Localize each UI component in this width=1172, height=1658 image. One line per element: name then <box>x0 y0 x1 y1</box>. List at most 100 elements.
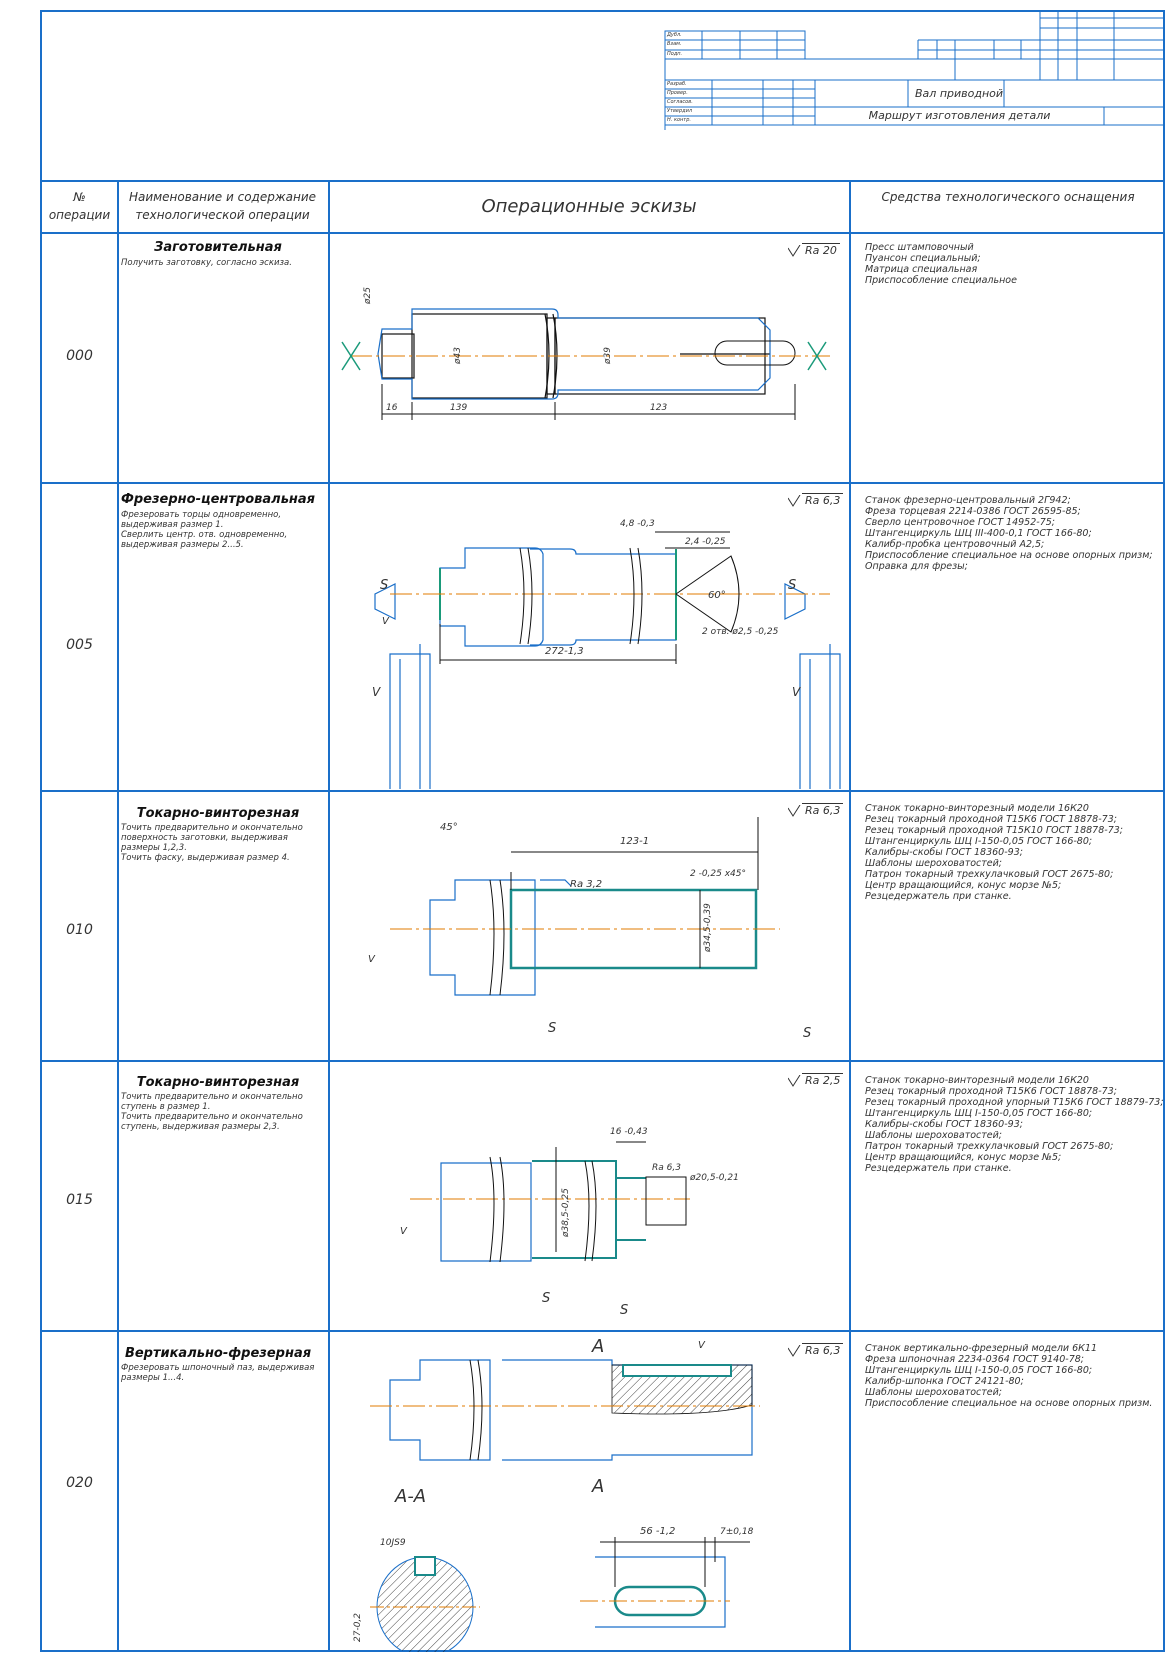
label-soglas: Согласов. <box>667 99 693 105</box>
sketch-blank-shaft: 16 139 123 ø25 ø43 ø39 <box>341 287 830 420</box>
header-top-line <box>40 180 1165 182</box>
col-divider <box>328 180 330 1652</box>
equipment-item: Резцедержатель при станке. <box>865 1163 1012 1174</box>
header-col-name: Наименование и содержание технологическо… <box>128 190 317 222</box>
label-podp: Подп. <box>667 51 683 57</box>
title-block-grid <box>664 10 1165 130</box>
roughness-mark: Ra 20 <box>787 243 840 257</box>
equipment-list: Пресс штамповочный Пуансон специальный; … <box>865 242 1165 286</box>
dim-diameter-1: ø38,5-0,25 <box>561 1188 571 1238</box>
equipment-item: Калибры-скобы ГОСТ 18360-93; <box>865 847 1023 858</box>
roughness-mark: Ra 6,3 <box>787 1343 844 1357</box>
sketch-turning-1: 123-1 2 -0,25 x45° 45° Ra 3,2 ø34,5-0,39… <box>368 817 811 1041</box>
dim-d3: ø39 <box>603 347 613 365</box>
speed-label: V <box>382 616 390 627</box>
dim-length: 123-1 <box>620 836 649 847</box>
operation-description: Точить предварительно и окончательно пов… <box>121 823 303 863</box>
dim-depth: 27-0,2 <box>353 1613 363 1642</box>
equipment-item: Станок вертикально-фрезерный модели 6К11 <box>865 1343 1097 1354</box>
equipment-item: Резец токарный проходной Т15К10 ГОСТ 188… <box>865 825 1123 836</box>
equipment-list: Станок токарно-винторезный модели 16К20 … <box>865 1075 1165 1174</box>
equipment-item: Штангенциркуль ШЦ I-150-0,05 ГОСТ 166-80… <box>865 1108 1093 1119</box>
dim-d2: ø43 <box>453 347 463 365</box>
section-mark-label: А <box>591 1476 604 1497</box>
operation-description: Фрезеровать шпоночный паз, выдерживая ра… <box>121 1363 315 1383</box>
dim-diameter-2: ø20,5-0,21 <box>689 1173 739 1183</box>
dim-offset: 7±0,18 <box>720 1527 754 1537</box>
equipment-item: Резцедержатель при станке. <box>865 891 1012 902</box>
operation-description: Получить заготовку, согласно эскиза. <box>121 258 292 268</box>
label-vzam: Взам. <box>667 41 682 47</box>
row-divider <box>40 1330 1165 1332</box>
row-divider <box>40 790 1165 792</box>
roughness-mark: Ra 6,3 <box>787 493 844 507</box>
equipment-item: Станок токарно-винторезный модели 16К20 <box>865 803 1089 814</box>
center-mark-icon <box>341 341 827 371</box>
roughness-mark: Ra 2,5 <box>787 1073 844 1087</box>
feed-label: S <box>548 1021 556 1036</box>
header-col-sketch: Операционные эскизы <box>481 196 697 217</box>
equipment-item: Станок фрезерно-центровальный 2Г942; <box>865 495 1071 506</box>
dim-holes: 2 отв. ø2,5 -0,25 <box>702 627 779 637</box>
feed-label: S <box>705 1332 713 1333</box>
operation-number: 015 <box>66 1192 93 1208</box>
equipment-item: Патрон токарный трехкулачковый ГОСТ 2675… <box>865 1141 1114 1152</box>
equipment-item: Резец токарный проходной Т15К6 ГОСТ 1887… <box>865 814 1117 825</box>
equipment-item: Штангенциркуль ШЦ I-150-0,05 ГОСТ 166-80… <box>865 836 1093 847</box>
document-title: Маршрут изготовления детали <box>868 109 1051 122</box>
equipment-item: Штангенциркуль ШЦ III-400-0,1 ГОСТ 166-8… <box>865 528 1092 539</box>
roughness-check-icon <box>787 494 802 507</box>
label-razrab: Разраб. <box>667 81 687 87</box>
operation-name: Токарно-винторезная <box>136 1075 300 1090</box>
row-divider <box>40 482 1165 484</box>
dim-surface: Ra 3,2 <box>570 879 602 890</box>
operation-name: Заготовительная <box>154 240 282 255</box>
dim-surface: Ra 6,3 <box>652 1163 681 1173</box>
dim-l1: 16 <box>386 403 398 413</box>
operation-number: 000 <box>66 348 93 364</box>
equipment-item: Калибр-пробка центровочный А2,5; <box>865 539 1045 550</box>
dim-length: 16 -0,43 <box>610 1127 648 1137</box>
header-col-number: № операции <box>48 190 111 222</box>
header-bottom-line <box>40 232 1165 234</box>
dim-length: 56 -1,2 <box>640 1526 675 1537</box>
label-dubl: Дубл. <box>667 32 682 38</box>
equipment-item: Резец токарный проходной упорный Т15К6 Г… <box>865 1097 1164 1108</box>
speed-label: V <box>400 1226 408 1237</box>
dim-chamfer-1: 4,8 -0,3 <box>620 519 655 529</box>
equipment-item: Патрон токарный трехкулачковый ГОСТ 2675… <box>865 869 1114 880</box>
speed-label: V <box>792 685 801 699</box>
equipment-item: Приспособление специальное <box>865 275 1017 286</box>
equipment-item: Пуансон специальный; <box>865 253 981 264</box>
title-block: Дубл. Взам. Подп. Разраб. Провер. Соглас… <box>0 0 1172 130</box>
sketch-turning-2: 16 -0,43 Ra 6,3 ø20,5-0,21 ø38,5-0,25 S … <box>400 1127 739 1318</box>
drawing-frame <box>40 10 1165 1652</box>
feed-label: S <box>620 1303 628 1318</box>
operation-number: 005 <box>66 637 93 653</box>
part-name: Вал приводной <box>915 87 1004 100</box>
label-prover: Провер. <box>667 90 688 96</box>
equipment-item: Пресс штамповочный <box>865 242 974 253</box>
operation-name: Вертикально-фрезерная <box>124 1346 312 1361</box>
equipment-item: Оправка для фрезы; <box>865 561 968 572</box>
operation-description: Фрезеровать торцы одновременно, выдержив… <box>121 510 288 550</box>
dim-angle: 60° <box>708 590 726 601</box>
speed-label: V <box>368 954 376 965</box>
equipment-item: Резец токарный проходной Т15К6 ГОСТ 1887… <box>865 1086 1117 1097</box>
header-col-equipment: Средства технологического оснащения <box>881 190 1135 204</box>
dim-angle: 45° <box>440 822 458 833</box>
operation-description: Точить предварительно и окончательно сту… <box>121 1092 303 1132</box>
equipment-list: Станок фрезерно-центровальный 2Г942; Фре… <box>865 495 1165 572</box>
equipment-item: Станок токарно-винторезный модели 16К20 <box>865 1075 1089 1086</box>
equipment-item: Приспособление специальное на основе опо… <box>865 1398 1153 1409</box>
roughness-check-icon <box>787 244 802 257</box>
equipment-item: Шаблоны шероховатостей; <box>865 1387 1003 1398</box>
equipment-item: Фреза шпоночная 2234-0364 ГОСТ 9140-78; <box>865 1354 1084 1365</box>
speed-label: V <box>372 685 381 699</box>
feed-label: S <box>788 578 796 593</box>
equipment-item: Фреза торцевая 2214-0386 ГОСТ 26595-85; <box>865 506 1081 517</box>
sketch-keyway-milling: А А А-А 10JS9 27-0,2 56 -1,2 7±0,18 S V <box>353 1332 760 1652</box>
equipment-item: Калибр-шпонка ГОСТ 24121-80; <box>865 1376 1024 1387</box>
section-title: А-А <box>394 1486 426 1507</box>
dim-l2: 139 <box>450 403 467 413</box>
